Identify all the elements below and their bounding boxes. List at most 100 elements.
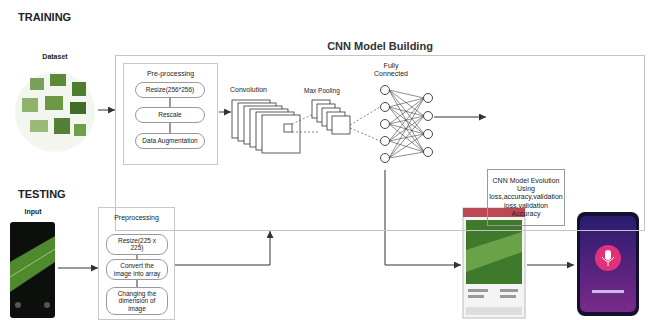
flow-arrow <box>434 117 486 118</box>
result-line <box>500 295 516 298</box>
net-link <box>389 98 424 141</box>
node-heading: CNN Model Building <box>116 40 644 53</box>
voice-phone <box>577 212 639 316</box>
flow-arrow <box>385 170 461 265</box>
mic-icon <box>602 257 614 266</box>
neuron <box>424 112 433 121</box>
preprocessing-panel: PreprocessingResize(225 x 225) Convert th… <box>98 207 175 320</box>
input-photo <box>10 222 55 318</box>
connector <box>98 110 115 111</box>
screen-frame <box>463 208 525 318</box>
connector <box>137 280 138 287</box>
input-node: Input <box>8 205 58 319</box>
feature-map <box>262 115 300 153</box>
step-text: Convert the image into array <box>112 262 162 277</box>
leaf-photo <box>45 96 63 110</box>
step-text: Rescale <box>158 111 181 118</box>
net-link <box>389 98 424 158</box>
pooled-map <box>332 116 350 134</box>
projection-line <box>350 107 380 125</box>
neuron <box>381 103 390 112</box>
photo-frame <box>10 222 55 318</box>
leaf-photo <box>74 124 86 136</box>
convolution-stack <box>232 100 300 153</box>
leaf <box>10 236 55 292</box>
dataset-collage <box>15 72 95 152</box>
camera-button <box>15 302 21 308</box>
leaf-photo <box>70 102 86 114</box>
result-line <box>468 289 488 292</box>
model-building-panel: CNN Model BuildingPre-processingResize(2… <box>115 55 645 231</box>
leaf-photo <box>72 82 86 96</box>
node-heading: Dataset <box>13 53 97 61</box>
flow-arrow <box>219 112 231 113</box>
flow-arrow <box>527 265 574 266</box>
neuron <box>381 86 390 95</box>
preprocessing-panel: Pre-processingResize(256*256) RescaleData… <box>123 63 218 165</box>
connector <box>170 123 171 133</box>
process-step: Rescale <box>135 107 205 123</box>
leaf <box>466 232 522 272</box>
neuron <box>381 137 390 146</box>
neuron <box>381 120 390 129</box>
leaf-photo <box>22 98 38 112</box>
process-step: Resize(225 x 225) <box>106 234 168 255</box>
neuron <box>424 130 433 139</box>
projection-lines <box>292 107 380 141</box>
process-step: Data Augmentation <box>135 133 205 149</box>
collage-ground <box>15 72 95 152</box>
leaf-midrib <box>10 249 55 277</box>
process-step: Resize(256*256) <box>135 82 205 98</box>
step-text: Changing the dimension of image <box>112 290 162 312</box>
step-text: Resize(256*256) <box>146 86 194 93</box>
kernel <box>284 124 292 132</box>
net-link <box>389 107 424 152</box>
neuron <box>381 154 390 163</box>
neuron <box>424 94 433 103</box>
net-link <box>389 107 424 116</box>
leaf-photo <box>30 120 48 132</box>
node-heading: Pre-processing <box>124 70 217 78</box>
app-screenshot <box>463 208 525 318</box>
result-line <box>500 289 518 292</box>
leaf-photo <box>54 118 70 134</box>
leaf-photo <box>50 74 66 86</box>
connector <box>175 231 270 265</box>
node-heading: Preprocessing <box>99 214 174 222</box>
leaf-photo <box>466 220 522 284</box>
net-link <box>389 90 424 152</box>
step-text: CNN Model Evolution Using loss,accuracy,… <box>489 177 562 217</box>
step-text: Resize(225 x 225) <box>112 237 162 252</box>
dataset-node: Dataset <box>12 50 98 154</box>
net-link <box>389 124 424 134</box>
mic-button <box>595 245 621 271</box>
neuron <box>424 148 433 157</box>
process-step: Changing the dimension of image <box>106 287 168 315</box>
layer-label: Fully Connected <box>368 62 414 78</box>
neurons <box>381 86 433 163</box>
net-link <box>389 116 424 158</box>
screen-line <box>592 290 624 293</box>
result-line <box>468 295 484 298</box>
pooling-stack <box>312 100 350 134</box>
process-step: Convert the image into array <box>106 259 168 280</box>
evaluation-box: CNN Model Evolution Using loss,accuracy,… <box>487 169 565 226</box>
camera-button <box>44 302 50 308</box>
net-link <box>389 141 424 152</box>
app-button <box>466 307 522 315</box>
net-link <box>389 152 424 158</box>
connector <box>170 98 171 107</box>
phone-body <box>577 212 639 316</box>
section-heading: TRAINING <box>18 11 108 24</box>
projection-line <box>350 128 380 141</box>
layer-label: Max Pooling <box>304 87 354 94</box>
net-link <box>389 90 424 134</box>
net-link <box>389 134 424 158</box>
mic-icon <box>605 250 611 260</box>
net-links <box>389 90 424 158</box>
net-link <box>389 98 424 107</box>
leaf-photo <box>30 78 44 90</box>
section-heading: TESTING <box>18 188 108 201</box>
layer-label: Convolution <box>230 86 290 94</box>
